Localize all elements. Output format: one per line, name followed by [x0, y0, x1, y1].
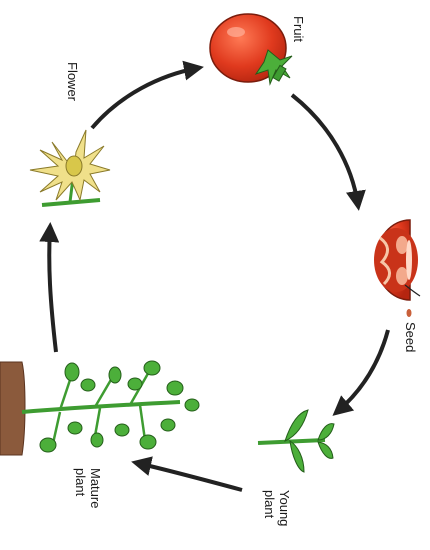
- arrow-seed-to-young-plant: [337, 330, 388, 412]
- arrow-fruit-to-seed: [292, 95, 358, 205]
- label-mature-plant: Mature plant: [73, 468, 103, 508]
- mature-plant-illustration: [0, 361, 199, 455]
- arrow-young-plant-to-mature-plant: [137, 463, 242, 490]
- arrow-mature-plant-to-flower: [49, 228, 56, 352]
- arrow-flower-to-fruit: [92, 68, 198, 128]
- fruit-illustration: [210, 14, 292, 84]
- label-flower: Flower: [65, 62, 80, 101]
- seed-illustration: [374, 220, 420, 317]
- label-seed: Seed: [403, 322, 418, 352]
- young-plant-illustration: [258, 410, 334, 472]
- label-young-plant: Young plant: [262, 490, 292, 526]
- label-fruit: Fruit: [291, 16, 306, 42]
- flower-illustration: [30, 130, 110, 205]
